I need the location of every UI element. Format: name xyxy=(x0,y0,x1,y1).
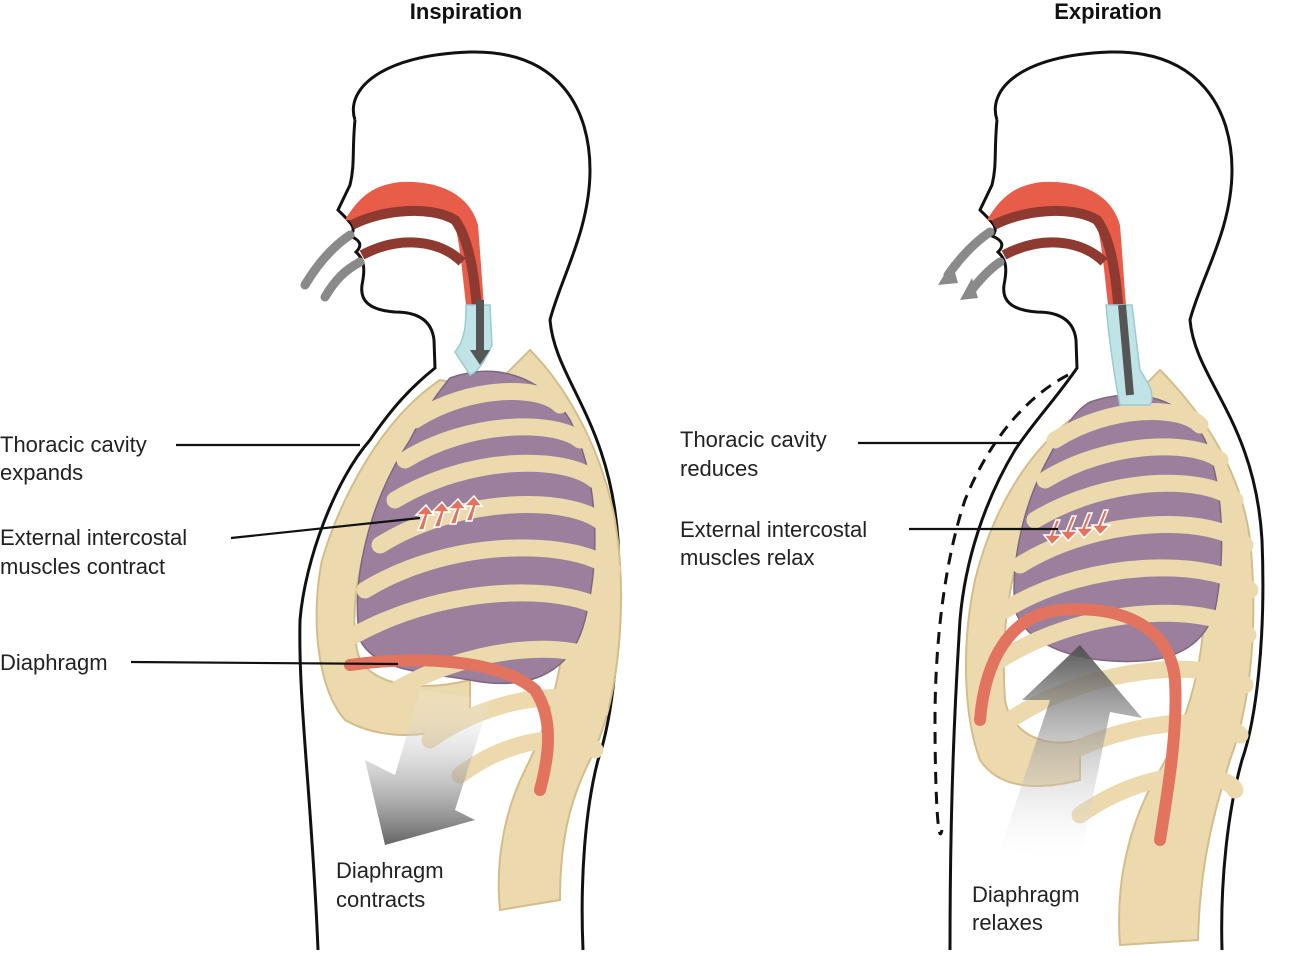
trachea-arrowhead-inspiration xyxy=(470,350,490,365)
lung-inspiration xyxy=(356,370,596,685)
body-outline-inspiration xyxy=(351,50,621,951)
trachea-inspiration xyxy=(454,304,493,376)
expanded-outline-dashed xyxy=(933,373,1069,836)
leader-intercostal-inspiration xyxy=(230,516,421,540)
airway-dark-expiration xyxy=(991,206,1125,331)
airway-dark-inspiration xyxy=(349,206,483,321)
label-intercostal-inspiration-line1: External intercostal xyxy=(0,525,187,550)
expiration-title: Expiration xyxy=(1054,0,1162,24)
label-diaphragm-inspiration: Diaphragm xyxy=(0,650,108,675)
label-diaphragm-action-inspiration-line1: Diaphragm xyxy=(336,858,444,883)
label-diaphragm-action-expiration-line1: Diaphragm xyxy=(972,882,1080,907)
diaphragm-down-arrow xyxy=(365,690,490,845)
expiration-panel: Expiration xyxy=(680,0,1265,951)
trachea-line-expiration xyxy=(1118,304,1134,396)
inspiration-title: Inspiration xyxy=(410,0,522,24)
label-intercostal-inspiration-line2: muscles contract xyxy=(0,554,165,579)
label-diaphragm-action-inspiration-line2: contracts xyxy=(336,887,425,912)
label-intercostal-expiration-line2: muscles relax xyxy=(680,545,814,570)
leader-diaphragm-inspiration xyxy=(130,660,399,666)
label-thoracic-inspiration-line1: Thoracic cavity xyxy=(0,432,147,457)
airflow-in-arrows xyxy=(300,230,365,302)
label-diaphragm-action-expiration-line2: relaxes xyxy=(972,910,1043,935)
label-thoracic-expiration-line1: Thoracic cavity xyxy=(680,427,827,452)
diaphragm-expiration xyxy=(974,603,1182,846)
intercostal-contract-arrows xyxy=(414,494,484,531)
body-outline-expiration xyxy=(993,50,1265,951)
inspiration-panel: Inspiration xyxy=(0,0,623,951)
airflow-out-arrowhead-2 xyxy=(960,278,978,300)
face-profile-expiration xyxy=(948,119,1079,951)
intercostal-relax-arrows xyxy=(1042,509,1112,547)
label-intercostal-expiration-line1: External intercostal xyxy=(680,517,867,542)
label-thoracic-inspiration-line2: expands xyxy=(0,460,83,485)
label-thoracic-expiration-line2: reduces xyxy=(680,456,758,481)
diaphragm-up-arrow xyxy=(1000,645,1142,860)
diaphragm-inspiration xyxy=(344,654,554,796)
airflow-out-arrowhead-1 xyxy=(938,262,958,285)
face-profile-inspiration xyxy=(298,119,437,951)
